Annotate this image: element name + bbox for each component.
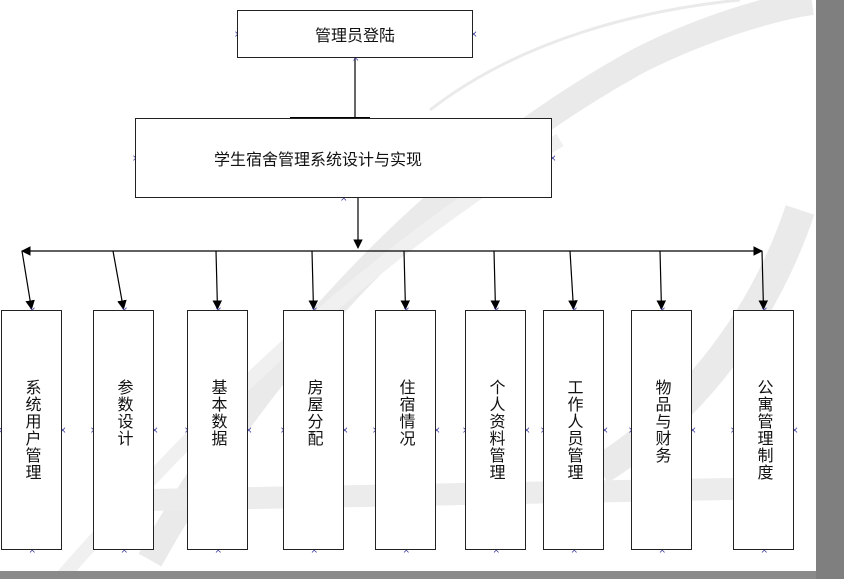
handle-mark: ×	[523, 426, 531, 436]
branch-arrow	[568, 250, 578, 310]
module-label: 个人资料管理	[486, 379, 506, 481]
system-node-label: 学生宿舍管理系统设计与实现	[214, 150, 423, 169]
handle-mark: ×	[601, 426, 609, 436]
branch-arrow	[490, 250, 501, 310]
handle-mark: ×	[340, 194, 348, 204]
handle-mark: ×	[311, 546, 319, 556]
module-node[interactable]: 住宿情况	[375, 310, 436, 550]
handle-mark: ×	[571, 546, 579, 556]
module-label: 参数设计	[114, 379, 134, 447]
handle-mark: ×	[59, 426, 67, 436]
module-branches	[21, 250, 769, 310]
handle-mark: ×	[689, 426, 697, 436]
page-edge-bottom	[0, 571, 816, 579]
module-label: 基本数据	[208, 379, 228, 447]
module-label: 系统用户管理	[22, 379, 42, 481]
module-node[interactable]: 基本数据	[187, 310, 248, 550]
handle-mark: ×	[433, 426, 441, 436]
handle-mark: ×	[215, 546, 223, 556]
module-label: 工作人员管理	[564, 379, 584, 481]
background-swoosh	[54, 0, 815, 579]
module-node[interactable]: 物品与财务	[631, 310, 692, 550]
module-node[interactable]: 个人资料管理	[465, 310, 526, 550]
module-label: 物品与财务	[652, 379, 672, 464]
branch-arrow	[308, 250, 319, 310]
handle-mark: ×	[341, 426, 349, 436]
page-edge-right	[816, 0, 844, 579]
handle-mark: ×	[470, 30, 478, 40]
handle-mark: ×	[493, 546, 501, 556]
module-label: 住宿情况	[396, 379, 416, 447]
root-node-admin-login[interactable]: 管理员登陆	[237, 10, 473, 58]
module-node[interactable]: 系统用户管理	[1, 310, 62, 550]
module-label: 公寓管理制度	[754, 379, 774, 481]
handle-mark: ×	[245, 426, 253, 436]
branch-arrow	[112, 250, 127, 310]
handle-mark: ×	[121, 546, 129, 556]
branch-arrow	[21, 250, 35, 310]
handle-mark: ×	[151, 426, 159, 436]
handle-mark: ×	[352, 54, 360, 64]
module-node[interactable]: 参数设计	[93, 310, 154, 550]
system-node[interactable]: 学生宿舍管理系统设计与实现	[135, 118, 552, 198]
handle-mark: ×	[403, 546, 411, 556]
handle-mark: ×	[659, 546, 667, 556]
branch-arrow	[212, 250, 223, 310]
root-node-label: 管理员登陆	[314, 26, 395, 45]
handle-mark: ×	[791, 426, 799, 436]
branch-arrow	[400, 250, 411, 310]
handle-mark: ×	[549, 154, 557, 164]
branch-arrow	[656, 250, 667, 310]
branch-arrow	[758, 250, 769, 310]
module-node[interactable]: 公寓管理制度	[733, 310, 794, 550]
module-node[interactable]: 房屋分配	[283, 310, 344, 550]
module-node[interactable]: 工作人员管理	[543, 310, 604, 550]
handle-mark: ×	[29, 546, 37, 556]
module-label: 房屋分配	[304, 379, 324, 447]
handle-mark: ×	[761, 546, 769, 556]
